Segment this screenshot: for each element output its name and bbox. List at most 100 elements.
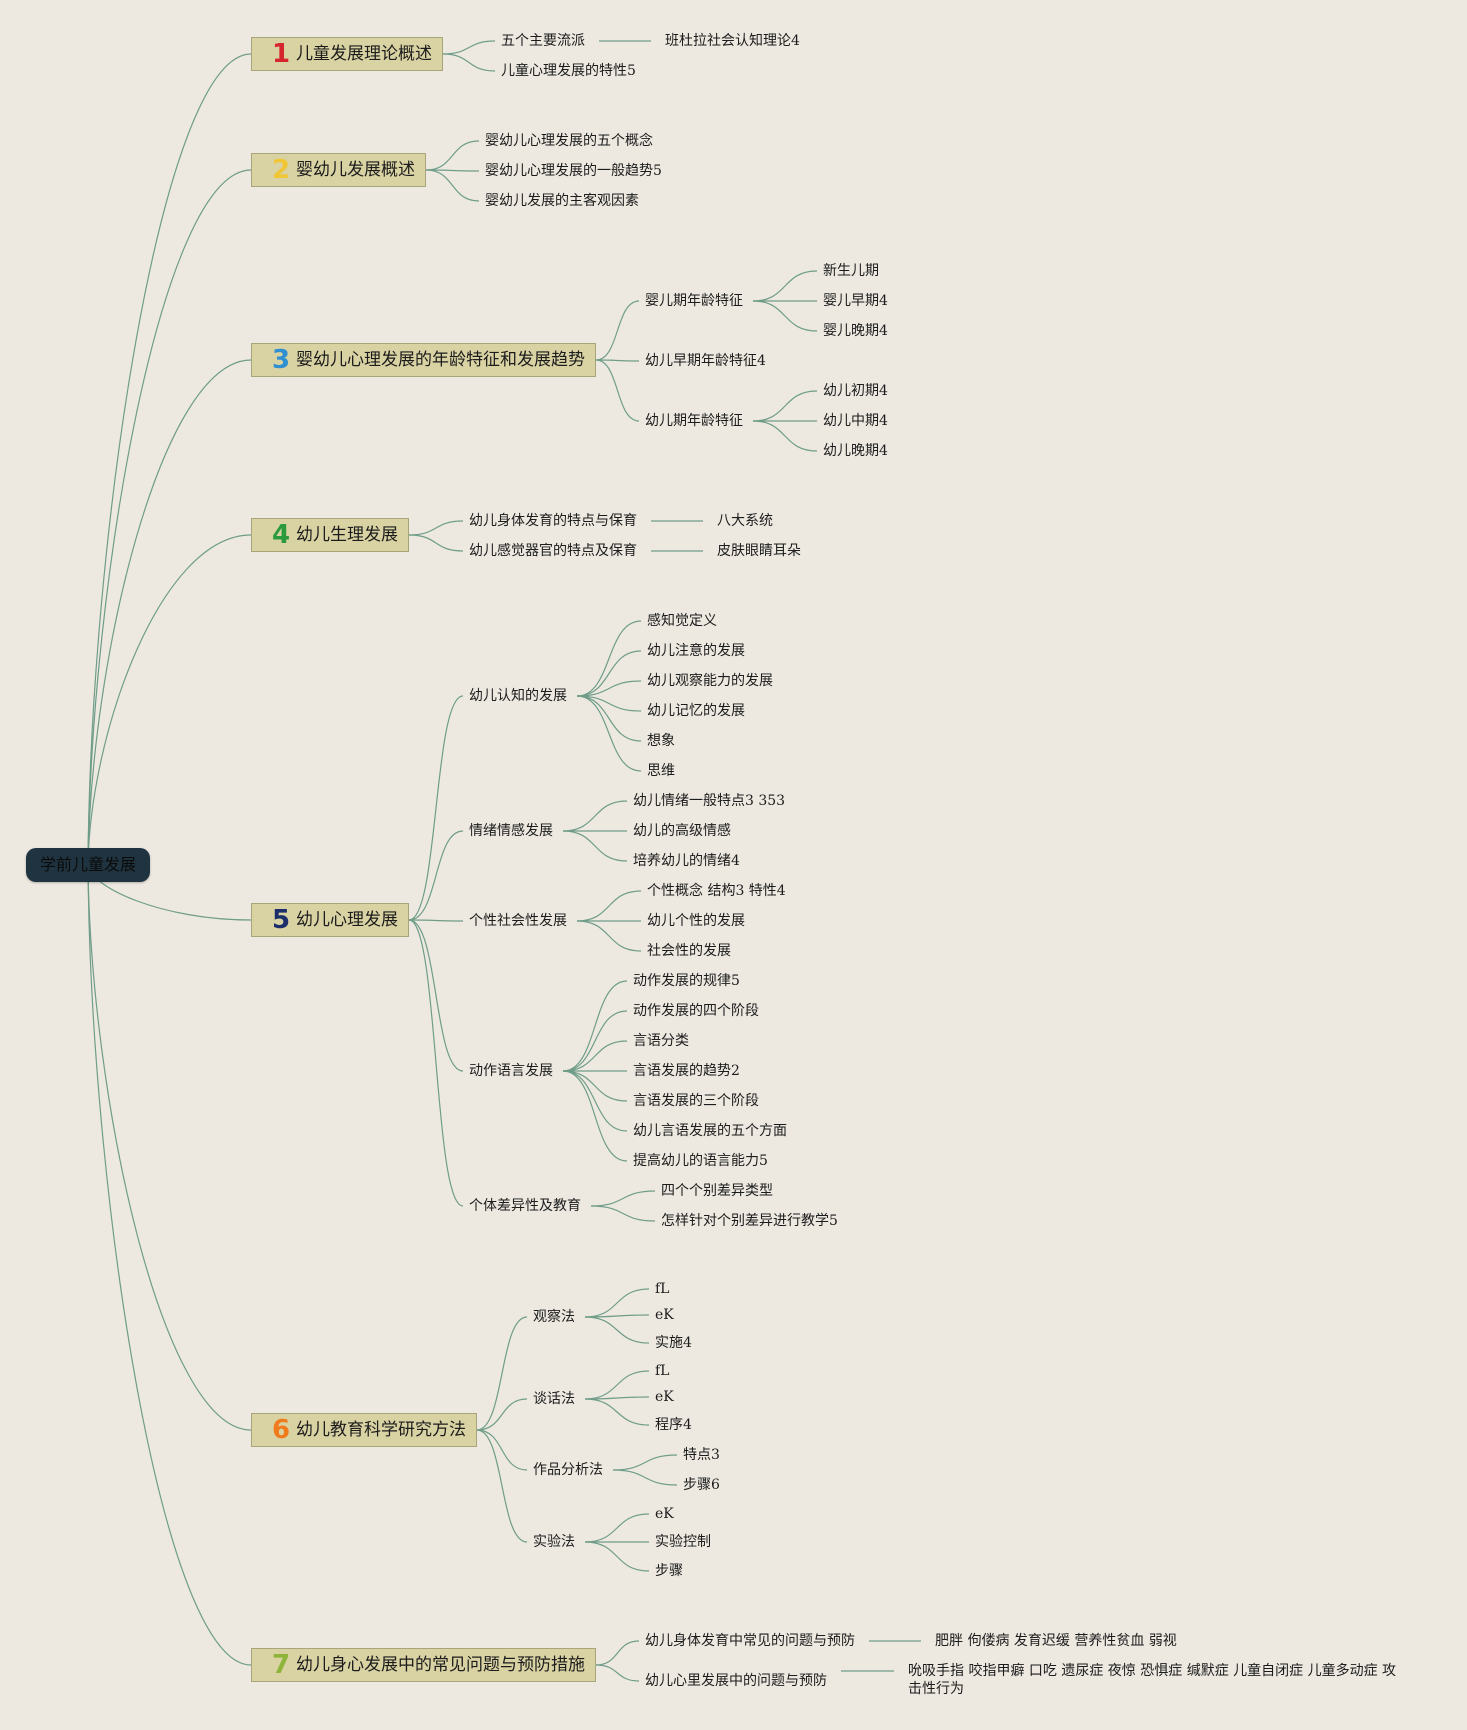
topic-2-label: 婴幼儿发展概述 [296, 160, 415, 180]
node-6-4[interactable]: 实验法 [533, 1534, 575, 1550]
node-5-1-3[interactable]: 幼儿观察能力的发展 [647, 673, 773, 689]
link-node-5-3-node-5-3-3 [576, 920, 642, 952]
link-node-5-4-node-5-4-2 [562, 1010, 628, 1072]
node-6-4-2[interactable]: 实验控制 [655, 1534, 711, 1550]
link-node-6-4-node-6-4-1 [584, 1513, 650, 1543]
node-5-3-1[interactable]: 个性概念 结构3 特性4 [647, 883, 786, 899]
node-6-3[interactable]: 作品分析法 [533, 1462, 603, 1478]
link-topic-7-node-7-1 [595, 1640, 640, 1666]
node-5-1-1[interactable]: 感知觉定义 [647, 613, 717, 629]
node-3-2[interactable]: 幼儿早期年龄特征4 [645, 353, 766, 369]
node-5-4-3[interactable]: 言语分类 [633, 1033, 689, 1049]
node-5-2[interactable]: 情绪情感发展 [469, 823, 553, 839]
node-6-1[interactable]: 观察法 [533, 1309, 575, 1325]
node-1-1-1[interactable]: 班杜拉社会认知理论4 [665, 33, 800, 49]
topic-7-label: 幼儿身心发展中的常见问题与预防措施 [296, 1655, 585, 1675]
node-6-3-1[interactable]: 特点3 [683, 1447, 720, 1463]
link-root-topic-3 [87, 359, 252, 866]
node-2-1[interactable]: 婴幼儿心理发展的五个概念 [485, 133, 653, 149]
node-5-4-1[interactable]: 动作发展的规律5 [633, 973, 740, 989]
node-6-4-3[interactable]: 步骤 [655, 1563, 683, 1579]
node-4-1-1[interactable]: 八大系统 [717, 513, 773, 529]
link-topic-6-node-6-3 [476, 1429, 528, 1471]
node-5-2-3[interactable]: 培养幼儿的情绪4 [633, 853, 740, 869]
link-node-5-4-node-5-4-1 [562, 980, 628, 1072]
link-topic-1-node-1-1 [442, 40, 496, 55]
link-node-3-3-node-3-3-3 [752, 420, 818, 452]
link-node-5-3-node-5-3-1 [576, 890, 642, 922]
node-6-2[interactable]: 谈话法 [533, 1391, 575, 1407]
node-7-2[interactable]: 幼儿心里发展中的问题与预防 [645, 1673, 827, 1689]
link-node-5-1-node-5-1-3 [576, 680, 642, 697]
node-5-4-6[interactable]: 幼儿言语发展的五个方面 [633, 1123, 787, 1139]
node-5-3[interactable]: 个性社会性发展 [469, 913, 567, 929]
node-3-1[interactable]: 婴儿期年龄特征 [645, 293, 743, 309]
node-6-2-3[interactable]: 程序4 [655, 1417, 692, 1433]
node-5-1-5[interactable]: 想象 [647, 733, 675, 749]
link-node-5-1-node-5-1-1 [576, 620, 642, 697]
node-4-2-1[interactable]: 皮肤眼睛耳朵 [717, 543, 801, 559]
node-5-1-4[interactable]: 幼儿记忆的发展 [647, 703, 745, 719]
link-root-topic-4 [87, 534, 252, 866]
node-1-1[interactable]: 五个主要流派 [501, 33, 585, 49]
node-6-1-2[interactable]: eK [655, 1307, 674, 1323]
node-7-1-1[interactable]: 肥胖 佝偻病 发育迟缓 营养性贫血 弱视 [935, 1633, 1177, 1649]
node-5-1-2[interactable]: 幼儿注意的发展 [647, 643, 745, 659]
node-7-1[interactable]: 幼儿身体发育中常见的问题与预防 [645, 1633, 855, 1649]
node-3-3-3[interactable]: 幼儿晚期4 [823, 443, 888, 459]
node-5-5-1[interactable]: 四个个别差异类型 [661, 1183, 773, 1199]
link-node-5-5-node-5-5-1 [590, 1190, 656, 1207]
node-6-2-2[interactable]: eK [655, 1389, 674, 1405]
node-5-1[interactable]: 幼儿认知的发展 [469, 688, 567, 704]
link-topic-1-node-1-2 [442, 53, 496, 72]
node-5-3-2[interactable]: 幼儿个性的发展 [647, 913, 745, 929]
node-5-3-3[interactable]: 社会性的发展 [647, 943, 731, 959]
node-5-4[interactable]: 动作语言发展 [469, 1063, 553, 1079]
link-node-5-1-node-5-1-2 [576, 650, 642, 697]
root-node[interactable]: 学前儿童发展 [26, 848, 150, 882]
node-4-1[interactable]: 幼儿身体发育的特点与保育 [469, 513, 637, 529]
node-5-5-2[interactable]: 怎样针对个别差异进行教学5 [661, 1213, 838, 1229]
node-3-1-2[interactable]: 婴儿早期4 [823, 293, 888, 309]
link-topic-2-node-2-3 [425, 169, 480, 202]
link-node-6-3-node-6-3-2 [612, 1469, 678, 1486]
node-3-3-2[interactable]: 幼儿中期4 [823, 413, 888, 429]
link-topic-3-node-3-3 [595, 359, 640, 422]
link-node-5-4-node-5-4-5 [562, 1070, 628, 1102]
node-4-2[interactable]: 幼儿感觉器官的特点及保育 [469, 543, 637, 559]
node-5-4-4[interactable]: 言语发展的趋势2 [633, 1063, 740, 1079]
node-1-2[interactable]: 儿童心理发展的特性5 [501, 63, 636, 79]
topic-1-label: 儿童发展理论概述 [296, 44, 432, 64]
topic-4-label: 幼儿生理发展 [296, 525, 398, 545]
node-7-2-1[interactable]: 吮吸手指 咬指甲癖 口吃 遗尿症 夜惊 恐惧症 缄默症 儿童自闭症 儿童多动症 … [908, 1663, 1397, 1697]
node-6-1-3[interactable]: 实施4 [655, 1335, 692, 1351]
link-node-5-5-node-5-5-2 [590, 1205, 656, 1222]
node-5-1-6[interactable]: 思维 [647, 763, 675, 779]
node-5-2-2[interactable]: 幼儿的高级情感 [633, 823, 731, 839]
node-6-1-1[interactable]: fL [655, 1281, 670, 1297]
link-topic-4-node-4-1 [408, 520, 464, 536]
node-3-3-1[interactable]: 幼儿初期4 [823, 383, 888, 399]
node-3-3[interactable]: 幼儿期年龄特征 [645, 413, 743, 429]
link-root-topic-7 [87, 864, 252, 1666]
node-5-4-5[interactable]: 言语发展的三个阶段 [633, 1093, 759, 1109]
node-3-1-3[interactable]: 婴儿晚期4 [823, 323, 888, 339]
node-6-2-1[interactable]: fL [655, 1363, 670, 1379]
node-5-2-1[interactable]: 幼儿情绪一般特点3 353 [633, 793, 786, 809]
node-6-4-1[interactable]: eK [655, 1506, 674, 1522]
node-5-4-2[interactable]: 动作发展的四个阶段 [633, 1003, 759, 1019]
node-6-3-2[interactable]: 步骤6 [683, 1477, 720, 1493]
node-5-5[interactable]: 个体差异性及教育 [469, 1198, 581, 1214]
node-2-2[interactable]: 婴幼儿心理发展的一般趋势5 [485, 163, 662, 179]
node-3-1-1[interactable]: 新生儿期 [823, 263, 879, 279]
node-2-3[interactable]: 婴幼儿发展的主客观因素 [485, 193, 639, 209]
node-5-4-7[interactable]: 提高幼儿的语言能力5 [633, 1153, 768, 1169]
